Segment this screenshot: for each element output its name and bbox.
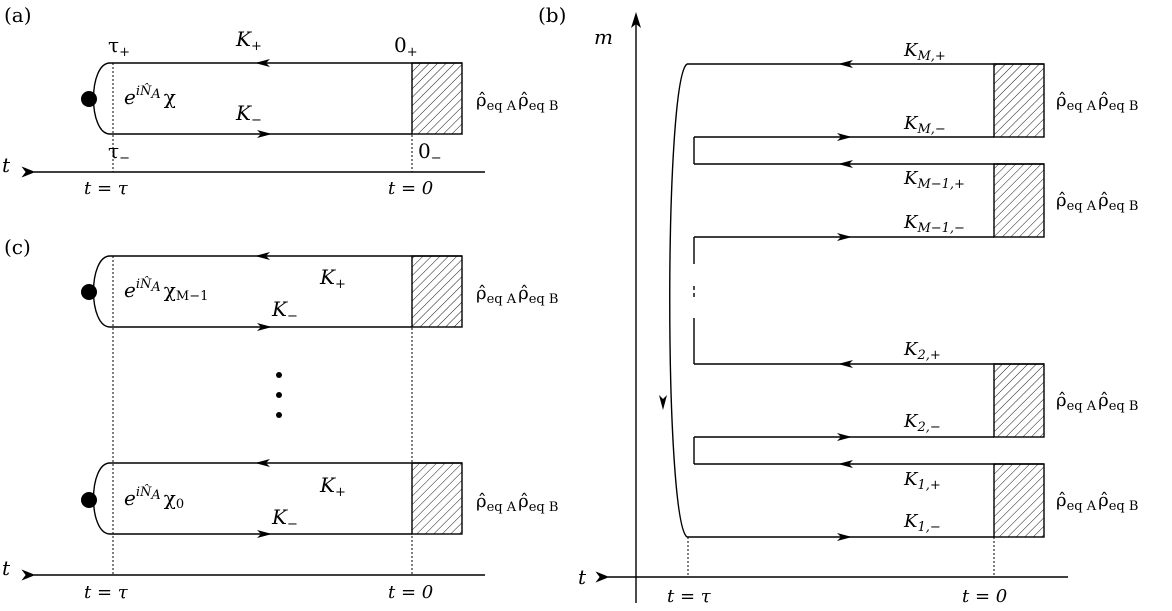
initial-density-box: [993, 463, 1045, 538]
arrow-left-icon: [255, 459, 270, 467]
t-zero-label-b: t = 0: [962, 586, 1007, 607]
initial-density-box: [993, 163, 1045, 238]
arrow-left-icon: [255, 252, 270, 260]
k-m1-plus-label: KM−1,+: [903, 168, 965, 192]
arrow-right-icon: [837, 533, 852, 541]
arrow-right-icon: [257, 130, 272, 138]
t-zero-label-a: t = 0: [388, 178, 433, 199]
t-tau-label-a: t = τ: [84, 178, 129, 199]
mode-axis-label: m: [594, 25, 613, 49]
k-1-minus-label: K1,−: [903, 511, 941, 535]
k-m-minus-label: KM,−: [903, 113, 946, 137]
arrow-right-icon: [837, 133, 852, 141]
k-m-plus-label: KM,+: [903, 40, 946, 64]
k-2-minus-label: K2,−: [903, 411, 941, 435]
panel-b-contour: [659, 60, 1045, 577]
k-plus-label: K+: [235, 27, 262, 54]
measurement-dot-icon: [81, 91, 97, 107]
initial-density-box: [411, 462, 463, 535]
zero-minus-label: 0−: [418, 139, 442, 166]
arrow-right-icon: [257, 530, 272, 538]
time-axis-label-c: t: [2, 556, 11, 580]
t-tau-label-b: t = τ: [667, 586, 712, 607]
vertical-ellipsis-icon: [276, 372, 282, 418]
initial-density-box: [993, 363, 1045, 438]
k-plus-label-c-lower: K+: [319, 473, 346, 500]
time-axis-label-a: t: [2, 153, 11, 177]
panel-label-a: (a): [4, 3, 32, 27]
arrow-left-icon: [838, 360, 853, 368]
arrow-left-icon: [838, 60, 853, 68]
initial-density-box: [411, 255, 463, 328]
measurement-dot-icon: [81, 492, 97, 508]
tau-plus-label: τ+: [108, 33, 130, 60]
panel-a-contour: [81, 59, 463, 172]
k-plus-label-c-upper: K+: [319, 265, 346, 292]
arrow-left-icon: [838, 460, 853, 468]
initial-density-box: [993, 63, 1045, 138]
t-tau-label-c: t = τ: [84, 582, 129, 603]
time-axis-label-b: t: [578, 565, 587, 589]
measurement-dot-icon: [81, 284, 97, 300]
panel-label-c: (c): [4, 235, 31, 259]
arrow-right-icon: [837, 433, 852, 441]
tau-minus-label: τ−: [108, 139, 130, 166]
panel-c-lower-loop: [81, 459, 463, 538]
arrow-down-icon: [659, 395, 667, 410]
initial-density-box: [411, 62, 463, 135]
k-minus-label-c-upper: K−: [271, 297, 298, 324]
arrow-up-icon: [631, 12, 641, 28]
arrow-left-icon: [838, 160, 853, 168]
arrow-left-icon: [255, 59, 270, 67]
arrow-right-icon: [837, 233, 852, 241]
k-1-plus-label: K1,+: [903, 469, 941, 493]
panel-label-b: (b): [538, 3, 566, 27]
t-zero-label-c: t = 0: [388, 582, 433, 603]
panel-c-upper-loop: [81, 252, 463, 331]
k-minus-label: K−: [235, 101, 262, 128]
k-2-plus-label: K2,+: [903, 339, 941, 363]
arrow-right-icon: [257, 323, 272, 331]
zero-plus-label: 0+: [394, 33, 418, 60]
k-minus-label-c-lower: K−: [271, 505, 298, 532]
k-m1-minus-label: KM−1,−: [903, 212, 965, 236]
